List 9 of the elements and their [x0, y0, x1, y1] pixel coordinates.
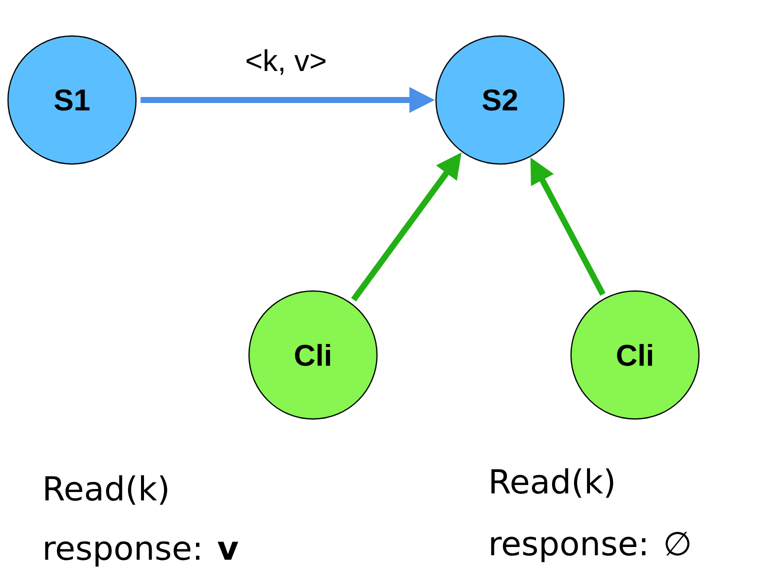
circle-node: S2: [435, 35, 565, 165]
circle-node: S1: [7, 35, 137, 165]
circle-node: Cli: [248, 290, 378, 420]
node-caption: Read(k): [491, 468, 614, 498]
node-caption: response: v: [45, 541, 238, 567]
circle-node: Cli: [570, 290, 700, 420]
node-caption: response: ∅: [491, 532, 690, 562]
edge-label: <k, v>: [244, 48, 328, 76]
node-caption: Read(k): [45, 475, 168, 505]
